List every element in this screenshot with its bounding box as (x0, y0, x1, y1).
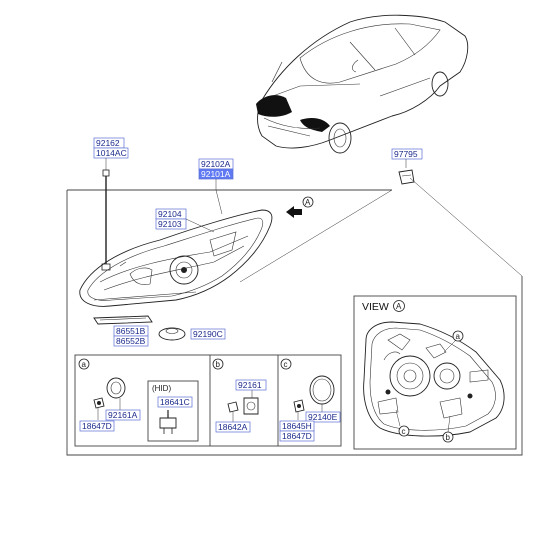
part-18642A-label[interactable]: 18642A (215, 421, 251, 433)
bulb-sections-frame (74, 354, 342, 447)
part-18647D-a-label[interactable]: 18647D (79, 420, 115, 432)
part-18641C-label[interactable]: 18641C (157, 396, 193, 408)
trim-strip-drawing (93, 315, 153, 325)
view-a-panel: VIEW A (353, 295, 517, 450)
svg-text:VIEW: VIEW (362, 301, 389, 313)
svg-text:b: b (446, 433, 451, 442)
clip-97795-drawing (398, 169, 415, 185)
svg-text:97795: 97795 (394, 149, 418, 159)
svg-text:92161A: 92161A (108, 410, 138, 420)
part-92140E-label[interactable]: 92140E (305, 411, 341, 423)
svg-text:86551B: 86551B (116, 326, 146, 336)
part-18647D-c-label[interactable]: 18647D (279, 430, 315, 442)
hid-subsection: (HID) (147, 380, 199, 442)
part-92162-label[interactable]: 92162 (93, 137, 125, 149)
car-illustration (256, 14, 469, 154)
svg-text:92190C: 92190C (193, 329, 223, 339)
part-92104-label[interactable]: 92104 (155, 208, 187, 220)
svg-text:92161: 92161 (238, 380, 262, 390)
part-1014AC-label[interactable]: 1014AC (93, 147, 129, 159)
section-c: c (280, 358, 335, 420)
svg-text:18642A: 18642A (218, 422, 248, 432)
part-92190C-label[interactable]: 92190C (190, 328, 226, 340)
cover-92190C-drawing (158, 327, 186, 341)
svg-text:c: c (284, 360, 288, 369)
part-92161A-label[interactable]: 92161A (105, 409, 141, 421)
svg-text:92102A: 92102A (201, 159, 231, 169)
svg-text:b: b (216, 360, 221, 369)
view-callout-a: a (443, 330, 464, 353)
view-callout-c: c (395, 409, 410, 437)
part-86552B-label[interactable]: 86552B (113, 335, 149, 347)
part-86551B-label[interactable]: 86551B (113, 325, 149, 337)
view-callout-b: b (442, 415, 454, 443)
part-92161-label[interactable]: 92161 (235, 379, 267, 391)
screw-1014AC-drawing (101, 169, 111, 271)
main-frame (66, 190, 523, 456)
part-92103-label[interactable]: 92103 (155, 218, 187, 230)
svg-text:18645H: 18645H (282, 421, 312, 431)
svg-text:92140E: 92140E (308, 412, 338, 422)
svg-text:18647D: 18647D (82, 421, 112, 431)
part-97795-label[interactable]: 97795 (391, 148, 423, 160)
svg-text:86552B: 86552B (116, 336, 146, 346)
svg-text:A: A (396, 302, 402, 311)
svg-text:92104: 92104 (158, 209, 182, 219)
section-b: b (212, 358, 259, 422)
part-92102A-label[interactable]: 92102A (198, 158, 234, 170)
svg-text:92103: 92103 (158, 219, 182, 229)
svg-text:1014AC: 1014AC (96, 148, 127, 158)
part-18645H-label[interactable]: 18645H (279, 420, 315, 432)
section-a: a (78, 358, 126, 420)
svg-text:92162: 92162 (96, 138, 120, 148)
svg-text:(HID): (HID) (152, 384, 171, 393)
view-direction-arrow: A (286, 196, 314, 218)
part-92101A-label[interactable]: 92101A (198, 168, 234, 180)
svg-text:18647D: 18647D (282, 431, 312, 441)
svg-text:A: A (305, 198, 311, 207)
svg-text:18641C: 18641C (160, 397, 190, 407)
svg-text:a: a (456, 332, 461, 341)
svg-text:c: c (402, 427, 406, 436)
svg-text:92101A: 92101A (201, 169, 231, 179)
svg-text:a: a (82, 360, 87, 369)
headlamp-assembly-drawing (79, 209, 273, 307)
